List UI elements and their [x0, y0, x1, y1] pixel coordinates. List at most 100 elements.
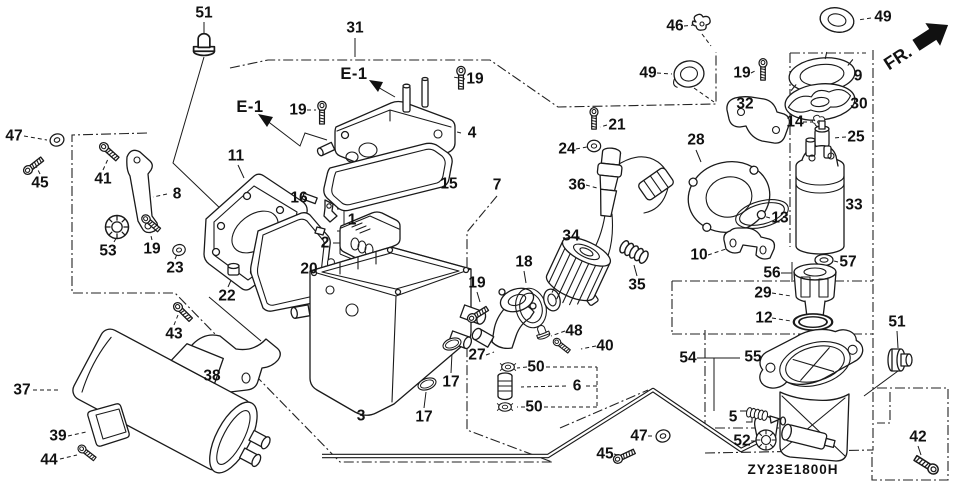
part-21-bolt [589, 107, 599, 130]
callout-33[interactable]: 33 [845, 197, 863, 214]
callout-4[interactable]: 4 [468, 125, 477, 142]
callout-44[interactable]: 44 [40, 452, 58, 469]
part-2-resonator [339, 211, 401, 260]
callout-48[interactable]: 48 [565, 323, 583, 340]
callout-36[interactable]: 36 [568, 177, 586, 194]
callout-49[interactable]: 49 [639, 65, 657, 82]
part-37-canister [72, 328, 271, 474]
part-43-bolt [171, 300, 195, 324]
part-15-gasket [323, 142, 453, 212]
callout-46[interactable]: 46 [666, 18, 684, 35]
callout-3[interactable]: 3 [357, 408, 366, 425]
callout-50[interactable]: 50 [527, 359, 544, 376]
callout-38[interactable]: 38 [203, 368, 221, 385]
callout-20[interactable]: 20 [300, 261, 317, 278]
callout-28[interactable]: 28 [687, 132, 705, 149]
part-51-grommet [192, 32, 216, 57]
group-boundaries [71, 50, 949, 481]
callout-7[interactable]: 7 [493, 177, 502, 194]
part-41-bolt [97, 140, 121, 163]
callout-12[interactable]: 12 [755, 310, 772, 327]
part-55-flange [759, 328, 864, 389]
callout-22[interactable]: 22 [218, 288, 235, 305]
callout-30[interactable]: 30 [850, 96, 867, 113]
callout-56[interactable]: 56 [763, 265, 781, 282]
callout-41[interactable]: 41 [94, 171, 112, 188]
e1-arrows [258, 80, 396, 147]
callout-10[interactable]: 10 [690, 247, 707, 264]
callout-35[interactable]: 35 [628, 277, 646, 294]
part-54-mount-body [754, 391, 850, 462]
callout-19[interactable]: 19 [289, 102, 307, 119]
part-10-bracket [723, 227, 776, 260]
part-54-fuel-pipe [322, 387, 758, 459]
callout-45[interactable]: 45 [31, 175, 49, 192]
part-9-ring [788, 51, 856, 99]
callout-45[interactable]: 45 [596, 446, 614, 463]
callout-42[interactable]: 42 [909, 429, 926, 446]
part-22-plug [227, 262, 240, 276]
callout-47[interactable]: 47 [630, 428, 647, 445]
part-39-plate [87, 403, 130, 447]
callout-9[interactable]: 9 [854, 68, 863, 85]
part-51-grommet-b [887, 348, 913, 372]
fr-arrow-icon [912, 23, 949, 51]
part-18-seal [515, 287, 561, 329]
part-52-nut [755, 429, 777, 451]
part-32-bracket [726, 96, 791, 144]
callout-54[interactable]: 54 [679, 350, 697, 367]
callout-E-1[interactable]: E-1 [236, 98, 263, 116]
callout-6[interactable]: 6 [573, 378, 582, 395]
callout-27[interactable]: 27 [468, 347, 485, 364]
callout-17[interactable]: 17 [415, 409, 432, 426]
callout-29[interactable]: 29 [754, 285, 772, 302]
part-25-fitting [814, 120, 830, 148]
callout-47[interactable]: 47 [5, 128, 22, 145]
callout-34[interactable]: 34 [562, 228, 580, 245]
callout-25[interactable]: 25 [847, 129, 865, 146]
callout-50[interactable]: 50 [525, 399, 542, 416]
part-19-bolt-b [317, 100, 327, 125]
callout-13[interactable]: 13 [771, 210, 789, 227]
part-34-filter [545, 236, 612, 306]
callout-40[interactable]: 40 [596, 338, 613, 355]
callout-23[interactable]: 23 [166, 260, 184, 277]
callout-11[interactable]: 11 [228, 148, 245, 165]
callout-16[interactable]: 16 [290, 190, 308, 207]
callout-5[interactable]: 5 [729, 409, 738, 426]
callout-19[interactable]: 19 [466, 71, 484, 88]
callout-37[interactable]: 37 [13, 382, 30, 399]
callout-53[interactable]: 53 [99, 243, 117, 260]
callout-18[interactable]: 18 [515, 254, 533, 271]
callout-17[interactable]: 17 [442, 374, 459, 391]
callout-51[interactable]: 51 [888, 314, 906, 331]
callout-15[interactable]: 15 [440, 176, 458, 193]
part-42-bolt [912, 453, 941, 477]
callout-55[interactable]: 55 [744, 349, 762, 366]
callout-2[interactable]: 2 [321, 235, 330, 252]
callout-32[interactable]: 32 [736, 96, 753, 113]
callout-57[interactable]: 57 [839, 254, 856, 271]
part-29-cup [793, 263, 837, 322]
callout-1[interactable]: 1 [348, 212, 357, 229]
callout-19[interactable]: 19 [733, 65, 751, 82]
callout-E-1[interactable]: E-1 [340, 65, 367, 83]
callout-43[interactable]: 43 [165, 326, 183, 343]
callout-8[interactable]: 8 [173, 186, 182, 203]
callout-19[interactable]: 19 [143, 241, 161, 258]
callout-31[interactable]: 31 [346, 20, 364, 37]
callout-52[interactable]: 52 [733, 433, 750, 450]
callout-14[interactable]: 14 [786, 114, 804, 131]
callout-39[interactable]: 39 [49, 428, 67, 445]
callout-51[interactable]: 51 [195, 5, 213, 22]
part-6-valve [497, 372, 513, 401]
part-53-mount [104, 214, 130, 240]
callout-19[interactable]: 19 [468, 275, 486, 292]
callout-24[interactable]: 24 [558, 141, 576, 158]
callout-49[interactable]: 49 [874, 9, 892, 26]
part-44-bolt [75, 442, 98, 463]
part-19-bolt-c [456, 65, 466, 90]
callout-21[interactable]: 21 [608, 117, 626, 134]
